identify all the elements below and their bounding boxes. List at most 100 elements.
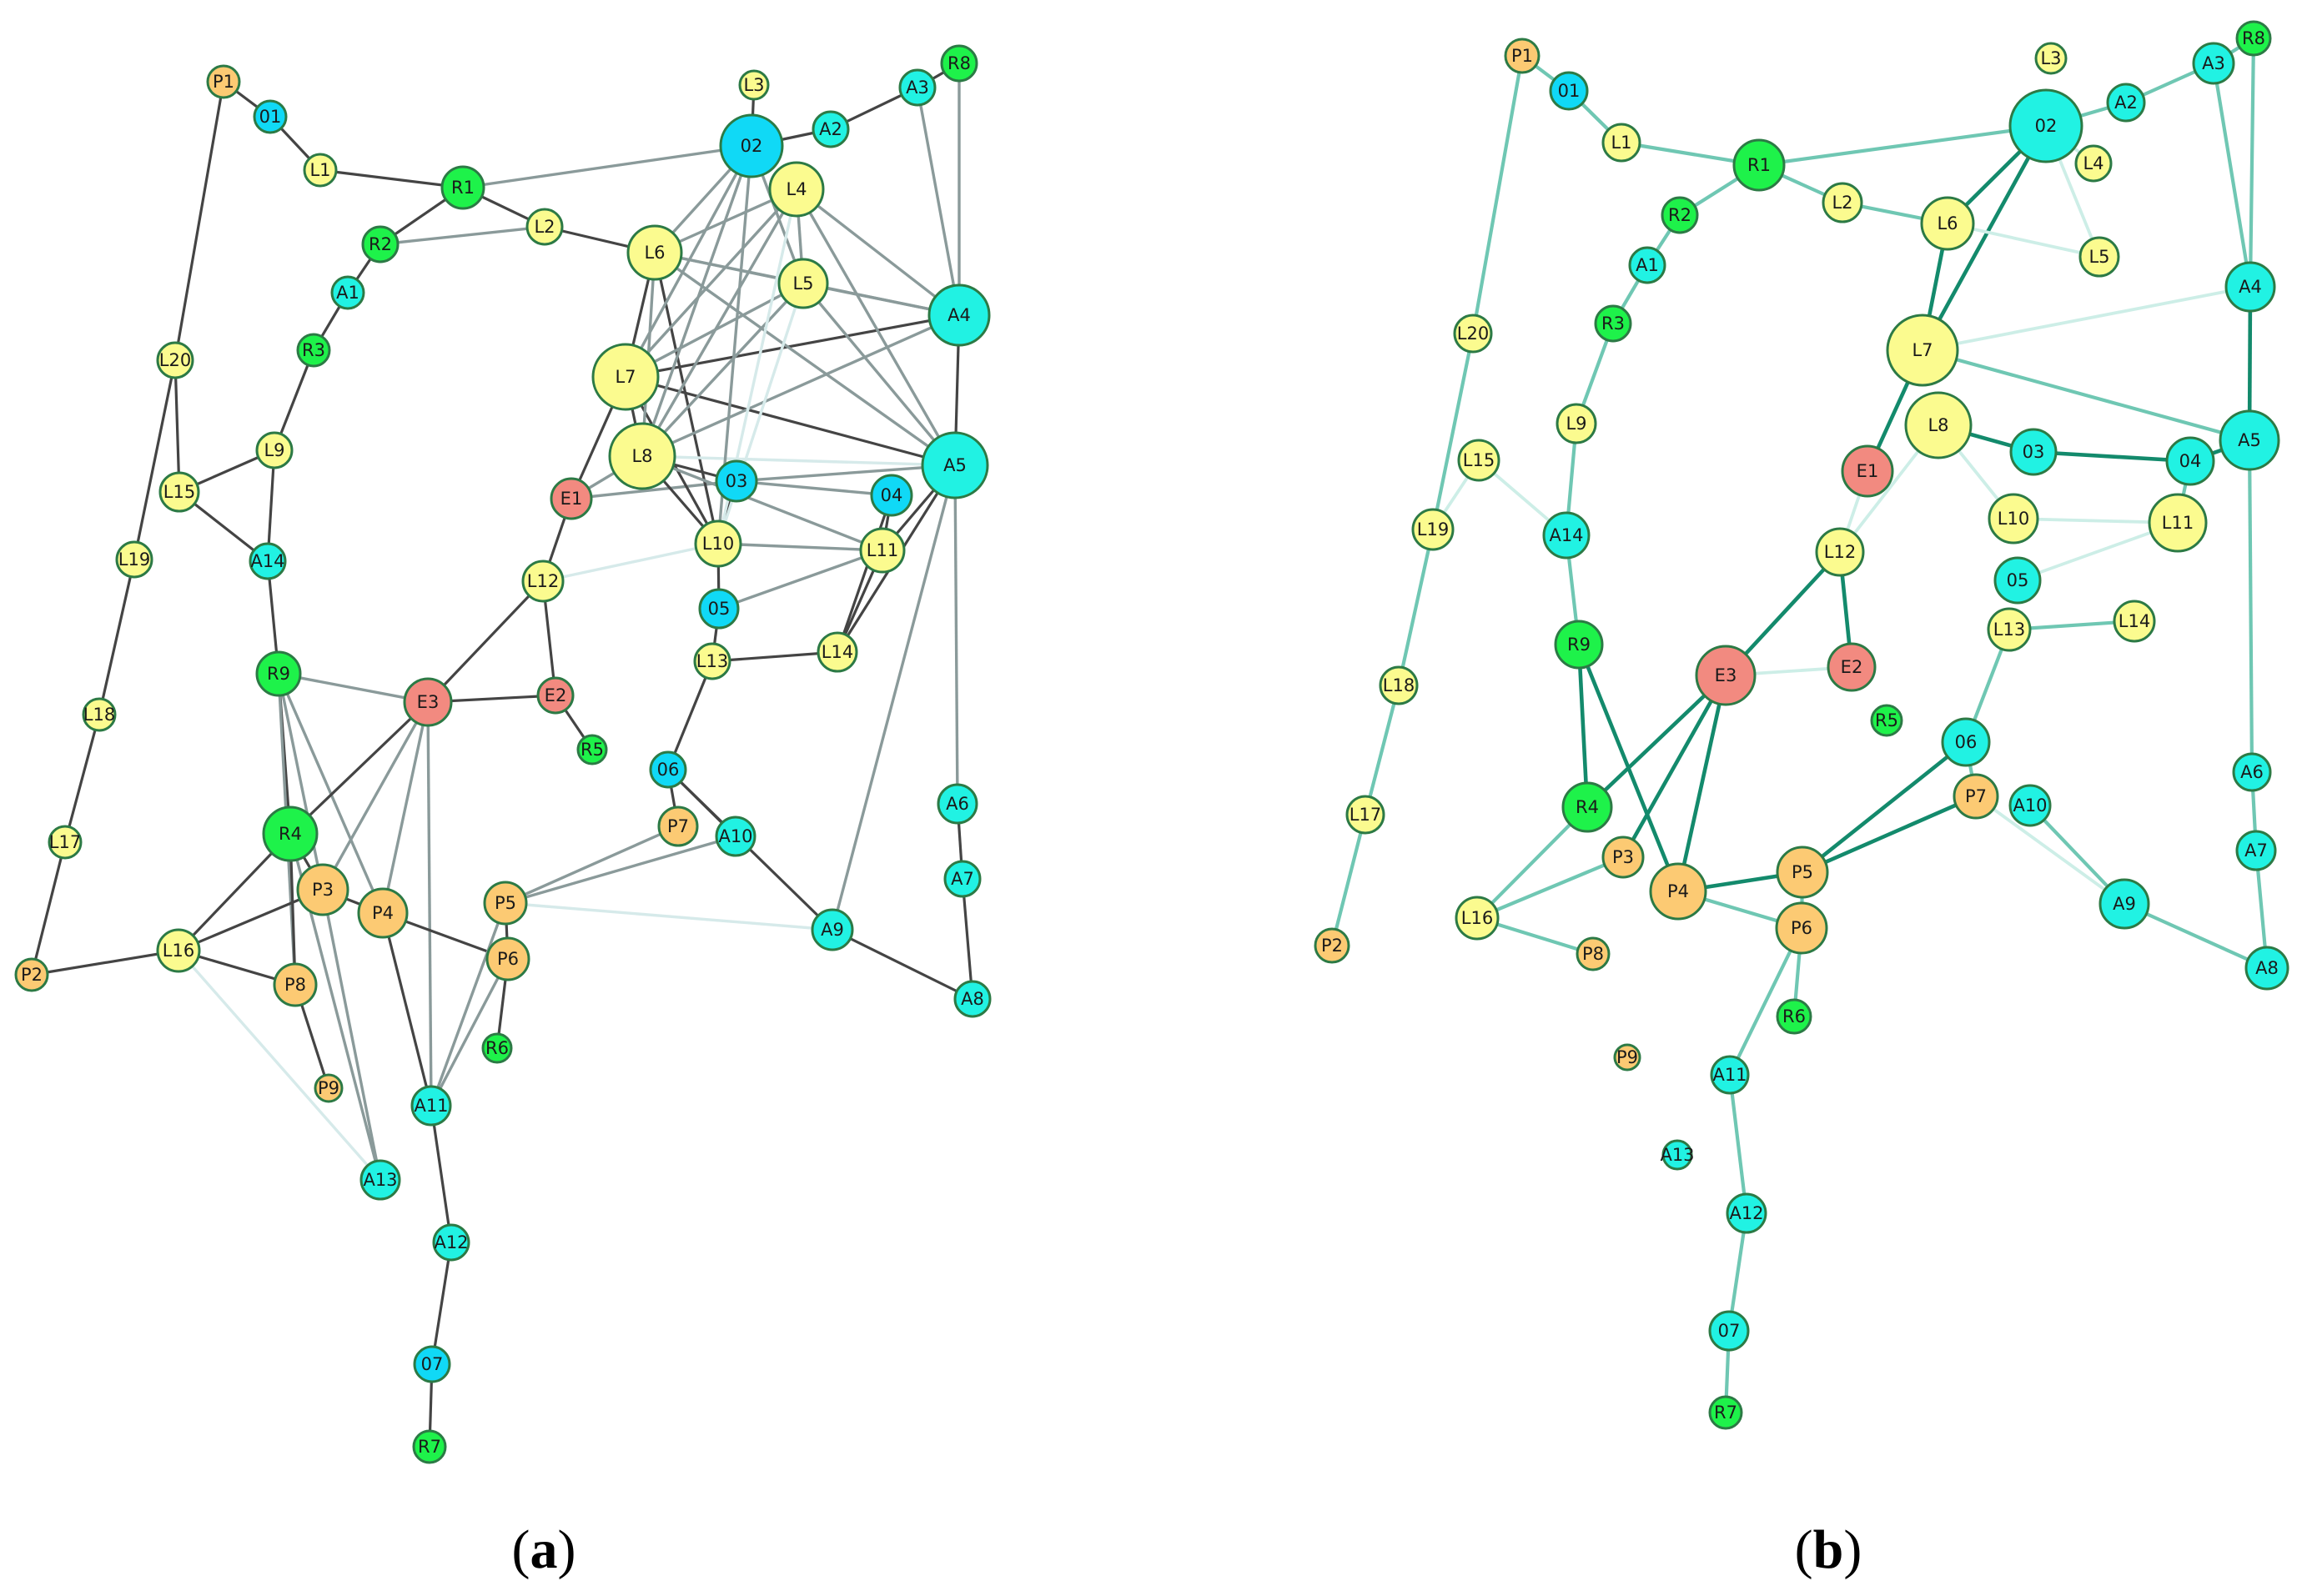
panel-a-node-circle bbox=[812, 110, 850, 148]
panel-a-edge-L8-02 bbox=[641, 145, 753, 457]
panel-a-edge-E3-L12 bbox=[426, 580, 545, 704]
panel-a-node-L1: L1 bbox=[303, 153, 338, 188]
panel-b-node-circle bbox=[1732, 138, 1786, 192]
panel-b-node-label: L13 bbox=[1993, 620, 2025, 640]
panel-a-node-label: P2 bbox=[21, 965, 43, 985]
panel-a-edge-A11-A12 bbox=[430, 1105, 453, 1243]
panel-a-node-circle bbox=[413, 1345, 451, 1383]
panel-b-node-R8: R8 bbox=[2235, 20, 2272, 57]
panel-a-node-R4: R4 bbox=[262, 806, 319, 862]
panel-a-node-E3: E3 bbox=[403, 677, 453, 727]
panel-b-node-label: L11 bbox=[2162, 513, 2194, 533]
panel-a-node-R9: R9 bbox=[255, 650, 302, 697]
panel-b-node-label: 03 bbox=[2023, 442, 2045, 462]
panel-a-node-04: 04 bbox=[870, 474, 913, 517]
panel-a-node-circle bbox=[314, 1073, 344, 1103]
panel-b-node-label: P4 bbox=[1667, 881, 1689, 901]
panel-a-node-L7: L7 bbox=[591, 343, 660, 411]
panel-b-node-circle bbox=[1504, 38, 1541, 74]
panel-b-node-circle bbox=[1314, 927, 1350, 964]
panel-a-node-R3: R3 bbox=[296, 333, 331, 368]
panel-b-node-label: 05 bbox=[2007, 570, 2029, 590]
panel-b-node-label: L10 bbox=[1998, 509, 2029, 529]
panel-a-node-P4: P4 bbox=[357, 887, 409, 939]
panel-a-node-circle bbox=[940, 44, 978, 83]
panel-b-node-A12: A12 bbox=[1726, 1192, 1767, 1234]
panel-b-node-R7: R7 bbox=[1708, 1395, 1743, 1430]
panel-a-node-label: L6 bbox=[644, 243, 665, 263]
panel-a-edge-05-L11 bbox=[718, 549, 883, 610]
panel-a-node-L3: L3 bbox=[738, 69, 770, 101]
panel-a-node-circle bbox=[481, 1032, 513, 1064]
panel-b-node-P1: P1 bbox=[1504, 38, 1541, 74]
panel-b-node-circle bbox=[2148, 493, 2208, 553]
panel-b-node-circle bbox=[2034, 42, 2068, 75]
panel-a-node-R7: R7 bbox=[412, 1429, 447, 1464]
panel-a-edge-L8-L4 bbox=[641, 188, 798, 457]
panel-a-edge-L16-A13 bbox=[177, 949, 382, 1182]
panel-b-node-circle bbox=[2106, 83, 2146, 123]
panel-a-edge-L14-04 bbox=[836, 494, 893, 653]
panel-b-edge-R4-L16 bbox=[1475, 806, 1589, 920]
panel-a-node-circle bbox=[255, 431, 294, 469]
panel-a-edge-R9-P3 bbox=[277, 673, 324, 891]
panel-b-node-circle bbox=[1941, 717, 1991, 767]
panel-b-node-circle bbox=[2009, 428, 2058, 476]
panel-b-node-label: A9 bbox=[2113, 894, 2136, 914]
panel-a-node-label: 06 bbox=[657, 760, 680, 780]
panel-a-node-circle bbox=[738, 69, 770, 101]
panel-a-node-circle bbox=[591, 343, 660, 411]
panel-a-node-circle bbox=[550, 477, 593, 520]
panel-b-node-circle bbox=[1453, 314, 1493, 354]
panel-a-node-label: R9 bbox=[267, 664, 290, 684]
panel-b-node-A3: A3 bbox=[2192, 42, 2235, 85]
panel-a-node-P7: P7 bbox=[657, 806, 699, 847]
panel-b-node-circle bbox=[1776, 998, 1812, 1035]
panel-b-node-label: L14 bbox=[2119, 611, 2150, 631]
panel-a-edge-L7-L4 bbox=[624, 188, 798, 379]
panel-b-edge-P7-P5 bbox=[1802, 794, 1977, 875]
panel-a-node-label: 04 bbox=[881, 485, 903, 505]
panel-a-node-P6: P6 bbox=[485, 936, 530, 981]
panel-b-node-L1: L1 bbox=[1601, 123, 1641, 163]
panel-b-node-L8: L8 bbox=[1904, 391, 1973, 459]
panel-a-edge-E1-03 bbox=[570, 479, 737, 500]
panel-a-node-circle bbox=[576, 734, 608, 765]
panel-b-node-circle bbox=[1870, 704, 1903, 737]
panel-b-edge-R1-02 bbox=[1758, 123, 2047, 168]
panel-b-node-P4: P4 bbox=[1649, 862, 1707, 921]
panel-b-node-L15: L15 bbox=[1457, 439, 1500, 482]
panel-a-edge-P5-A9 bbox=[505, 901, 833, 931]
panel-b-edge-P7-A9 bbox=[1974, 795, 2126, 906]
panel-b-node-circle bbox=[1953, 773, 1999, 820]
panel-a-node-label: L9 bbox=[264, 440, 284, 460]
panel-a-edge-L7-02 bbox=[624, 145, 753, 378]
panel-b-edge-P3-L16 bbox=[1476, 856, 1624, 920]
panel-a-node-P3: P3 bbox=[296, 863, 349, 916]
panel-a-edge-E3-R4 bbox=[289, 700, 430, 836]
panel-a-node-L9: L9 bbox=[255, 431, 294, 469]
panel-b-edge-L18-L17 bbox=[1363, 685, 1401, 816]
panel-a-node-label: L8 bbox=[631, 446, 652, 466]
panel-a-node-label: A12 bbox=[434, 1232, 468, 1252]
panel-b-node-circle bbox=[2008, 784, 2052, 827]
panel-b-edge-A5-A6 bbox=[2247, 439, 2254, 773]
panel-a-node-circle bbox=[536, 676, 575, 715]
panel-a-node-label: A11 bbox=[414, 1096, 448, 1116]
panel-a-node-A5: A5 bbox=[921, 431, 989, 499]
panel-b-node-label: A7 bbox=[2244, 841, 2268, 861]
panel-a-node-label: P7 bbox=[667, 816, 689, 836]
panel-b-node-circle bbox=[2232, 752, 2272, 792]
panel-a-node-label: A10 bbox=[718, 826, 752, 846]
panel-a-edge-L17-P2 bbox=[30, 841, 67, 976]
panel-a-node-circle bbox=[483, 881, 528, 926]
panel-b-node-circle bbox=[1613, 1043, 1641, 1072]
panel-b-node-label: L1 bbox=[1611, 133, 1631, 153]
panel-b-edge-L7-A4 bbox=[1922, 285, 2251, 352]
panel-b-node-label: A1 bbox=[1636, 255, 1659, 275]
panel-a-node-L17: L17 bbox=[48, 825, 83, 860]
panel-b-node-L14: L14 bbox=[2113, 600, 2156, 643]
panel-a-node-R5: R5 bbox=[576, 734, 608, 765]
panel-a-node-circle bbox=[361, 225, 400, 263]
panel-b-node-L4: L4 bbox=[2074, 144, 2113, 183]
